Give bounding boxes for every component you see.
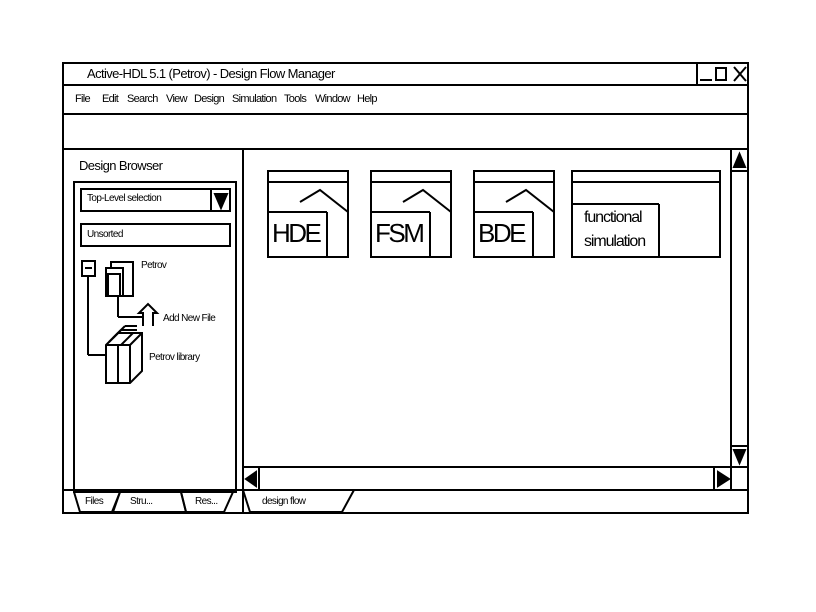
close-icon[interactable] (733, 66, 747, 82)
menu-help[interactable]: Help (357, 93, 378, 105)
scroll-up-icon[interactable] (732, 151, 747, 168)
selection-dropdown[interactable] (80, 188, 231, 212)
tree-add-file-label[interactable]: Add New File (163, 313, 216, 324)
tree-library-label[interactable]: Petrov library (149, 352, 200, 363)
tab-design-flow[interactable]: design flow (262, 496, 306, 507)
design-flow-tab-shape[interactable] (242, 489, 355, 513)
window-title: Active-HDL 5.1 (Petrov) - Design Flow Ma… (87, 66, 335, 81)
browser-title: Design Browser (79, 158, 163, 173)
dropdown-arrow-icon[interactable] (213, 193, 229, 211)
tab-files[interactable]: Files (85, 496, 104, 507)
menu-simulation[interactable]: Simulation (232, 93, 277, 105)
hde-label: HDE (272, 218, 322, 248)
menu-edit[interactable]: Edit (102, 93, 119, 105)
menu-design[interactable]: Design (194, 93, 225, 105)
vertical-scrollbar[interactable] (730, 148, 749, 491)
menu-search[interactable]: Search (127, 93, 158, 105)
scroll-down-icon[interactable] (732, 449, 747, 466)
bde-tile[interactable] (473, 170, 555, 258)
selection-value: Top-Level selection (87, 193, 162, 204)
design-icon[interactable] (105, 261, 134, 297)
fsm-tile[interactable] (370, 170, 452, 258)
sort-value: Unsorted (87, 229, 123, 240)
menu-tools[interactable]: Tools (284, 93, 307, 105)
add-file-icon[interactable] (136, 302, 160, 326)
bde-label: BDE (478, 218, 526, 248)
functional-label: functional (584, 209, 643, 226)
functional-simulation-tile[interactable] (571, 170, 721, 258)
scroll-right-icon[interactable] (717, 470, 731, 488)
browser-panel (73, 181, 237, 493)
hde-tile[interactable] (267, 170, 349, 258)
scroll-left-icon[interactable] (244, 470, 257, 488)
window-border (62, 62, 749, 514)
maximize-icon[interactable] (715, 67, 727, 81)
menu-window[interactable]: Window (315, 93, 351, 105)
minimize-icon[interactable] (696, 63, 712, 85)
menu-view[interactable]: View (166, 93, 188, 105)
left-tabs (73, 491, 234, 513)
sort-dropdown[interactable] (80, 223, 231, 247)
menu-file[interactable]: File (75, 93, 91, 105)
simulation-label: simulation (584, 233, 646, 250)
fsm-label: FSM (375, 218, 425, 248)
tab-resources[interactable]: Res... (195, 496, 218, 507)
tab-structure[interactable]: Stru... (130, 496, 153, 507)
tree-design-label[interactable]: Petrov (141, 260, 167, 271)
library-icon[interactable] (105, 325, 143, 384)
